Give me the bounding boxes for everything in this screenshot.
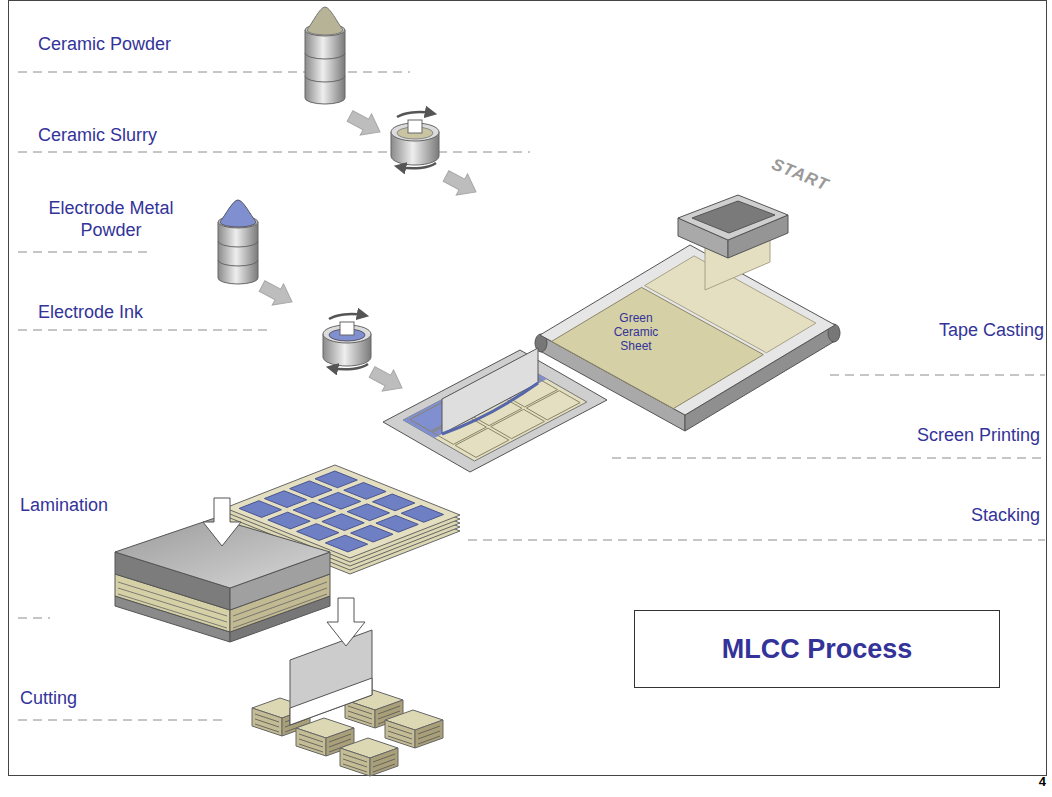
dashed-rule [18,72,1045,720]
screen-printer-part [442,383,538,434]
dashed-rule-part [18,720,228,721]
flow-arrow-part [366,361,407,398]
powder-container-part [218,241,258,266]
dashed-rule-part [18,330,270,331]
screen-printer-part-part [383,350,607,472]
stage-label: Screen Printing [917,425,1040,447]
powder-container [305,7,345,104]
dashed-rule-part [18,72,410,73]
tape-caster-part [678,195,788,240]
cut-chips-part [340,738,398,776]
page-number: 4 [1039,774,1046,790]
stage-label: Electrode Ink [38,302,143,324]
dashed-rule-part [468,540,1045,541]
flow-arrow-part [344,105,385,142]
dashed-rule-part [18,252,150,253]
stage-label: Electrode Metal Powder [26,198,196,241]
stage-label: Cutting [20,688,77,710]
flow-arrow [256,105,481,398]
powder-container-part [220,200,256,227]
flow-arrow-part [440,165,481,202]
box-title: MLCC Process [722,634,913,665]
powder-container-part [305,30,345,104]
cutting-blade-part [327,598,365,646]
stage-label: Stacking [971,505,1040,527]
title-box: MLCC Process [634,610,1000,688]
cut-chips [252,672,443,776]
dashed-rule-part [612,458,1045,459]
powder-container-part [307,7,343,35]
mixer-part [332,364,368,369]
stage-label: Ceramic Slurry [38,125,157,147]
start-mark: START [768,154,831,195]
cut-chips-part [385,710,443,748]
tape-caster-part [692,201,775,233]
lamination-press-part [203,498,241,546]
page-frame-part [9,1,1047,776]
powder-container [218,200,258,284]
screen-printer-part [383,350,607,472]
flow-arrow-part [256,275,297,312]
cutting-blade-part [290,630,372,725]
dashed-rule-part [18,152,530,153]
screen-printer [383,348,607,472]
stage-label: Lamination [20,495,108,517]
mixer [323,314,371,369]
cutting-blade-part [290,678,372,725]
mixer-part [397,112,431,117]
powder-container-part [218,222,258,284]
dashed-rule-part [18,618,50,619]
mixer-part [329,314,363,319]
mixer [391,112,439,168]
page-frame [9,1,1047,776]
lamination-press [115,498,330,642]
mixer-part [408,120,422,133]
stage-label: Tape Casting [939,320,1044,342]
stage-label: Ceramic Powder [38,34,171,56]
mixer-part [400,163,436,168]
dashed-rule-part [830,375,1045,376]
mixer-part [340,322,354,335]
screen-printer-part [442,348,538,434]
cutting-blade [290,598,372,725]
powder-container-part [305,53,345,82]
sheet-label: Green Ceramic Sheet [601,312,671,353]
